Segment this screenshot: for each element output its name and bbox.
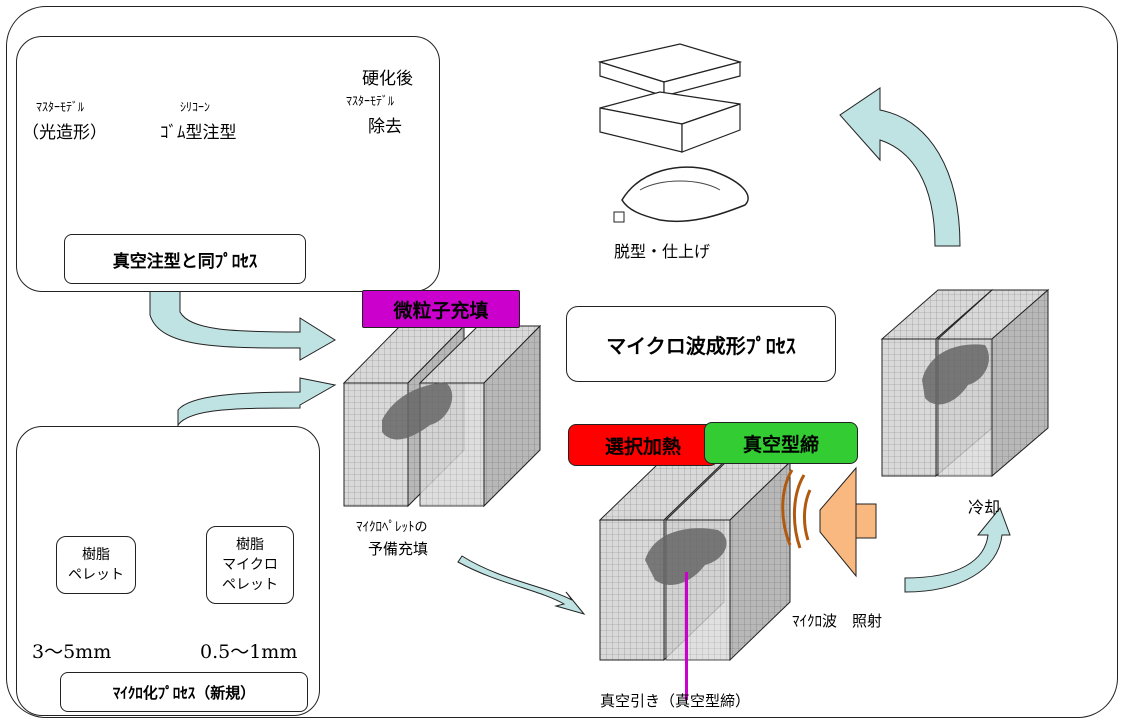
- master-model-label: ﾏｽﾀｰﾓﾃﾞﾙ: [36, 100, 85, 114]
- demolded-part-shape: [597, 43, 749, 223]
- fill-tag: 微粒子充填: [362, 290, 520, 328]
- cast-process-label: 真空注型と同ﾌﾟﾛｾｽ: [64, 234, 306, 284]
- flow-arrow-top: [149, 289, 336, 361]
- demold-arrow: [839, 87, 961, 247]
- size-large-label: 3～5mm: [32, 641, 112, 663]
- heating-mold-shape: [598, 460, 792, 700]
- size-small-label: 0.5～1mm: [200, 641, 298, 663]
- prefill-label-2: 予備充填: [368, 540, 429, 558]
- prefill-label-1: ﾏｲｸﾛﾍﾟﾚｯﾄの: [356, 520, 428, 535]
- flow-arrow-bottom: [150, 377, 337, 431]
- demold-label: 脱型・仕上げ: [614, 242, 711, 261]
- microwave-label: ﾏｲｸﾛ波 照射: [792, 612, 883, 630]
- resin-pellet-label: 樹脂 ペレット: [56, 536, 136, 594]
- after-cure-master: ﾏｽﾀｰﾓﾃﾞﾙ: [346, 94, 395, 108]
- microwave-emitter-shape: [781, 466, 877, 578]
- vacuum-clamp-tag: 真空型締: [704, 422, 858, 464]
- cooling-label: 冷却: [968, 498, 1001, 517]
- resin-micro-pellet-label: 樹脂 マイクロ ペレット: [206, 526, 294, 604]
- cooling-arrow: [904, 507, 1011, 593]
- diagram-frame: [6, 6, 1118, 718]
- prefill-mold-shape: [342, 324, 542, 508]
- master-model-sub: （光造形）: [22, 123, 107, 143]
- select-heat-tag: 選択加熱: [568, 424, 718, 466]
- flow-arrow-to-heating: [457, 555, 586, 615]
- micro-process-label: ﾏｲｸﾛ化ﾌﾟﾛｾｽ（新規）: [60, 672, 308, 712]
- cooled-mold-shape: [880, 288, 1050, 478]
- after-cure-label: 硬化後: [362, 69, 413, 89]
- silicone-label: ｼﾘｺｰﾝ: [180, 100, 211, 114]
- silicone-sub: ｺﾞﾑ型注型: [160, 123, 237, 143]
- microwave-process-title: マイクロ波成形ﾌﾟﾛｾｽ: [566, 306, 836, 382]
- after-cure-remove: 除去: [368, 117, 402, 137]
- vacuum-pull-label: 真空引き（真空型締）: [600, 692, 751, 710]
